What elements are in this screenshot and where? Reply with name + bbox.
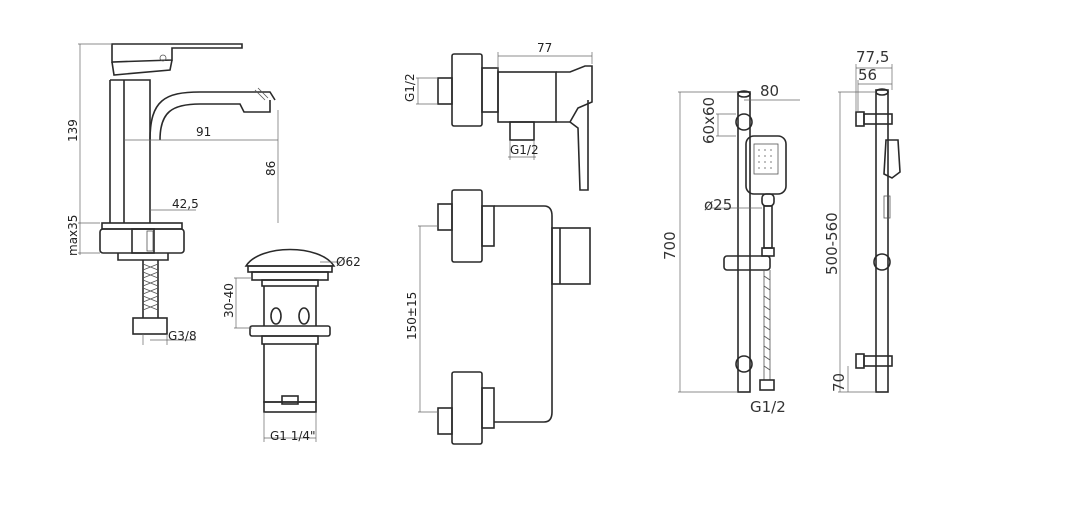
label-drain-diameter: Ø62 [336, 255, 361, 269]
shower-mixer-front [418, 189, 591, 445]
label-inlet-left: G1/2 [403, 73, 417, 102]
shower-mixer-side [416, 52, 593, 191]
label-spout-height: 86 [264, 161, 278, 176]
label-shower-depth: 77 [537, 41, 552, 55]
label-hose-diameter: ø25 [704, 196, 732, 214]
label-base-diameter: 42,5 [172, 197, 199, 211]
label-faucet-reach: 91 [196, 125, 211, 139]
label-drain-range: 30-40 [222, 283, 236, 318]
label-bracket-inner: 56 [858, 66, 877, 84]
label-inlet-bottom: G1/2 [510, 143, 539, 157]
label-bracket-bottom: 70 [830, 373, 848, 392]
label-hose-thread: G3/8 [168, 329, 197, 343]
label-drain-thread: G1 1/4" [270, 429, 316, 443]
shower-rail-front [678, 90, 800, 393]
label-shower-spacing: 150±15 [405, 292, 419, 340]
label-bracket-depth: 77,5 [856, 48, 889, 66]
label-head-width: 80 [760, 82, 779, 100]
label-faucet-height: 139 [66, 119, 80, 142]
label-head-size: 60x60 [700, 97, 718, 144]
shower-rail-side [838, 64, 901, 393]
label-rail-length: 700 [661, 231, 679, 260]
basin-faucet [78, 43, 279, 345]
label-max-deck: max35 [66, 215, 80, 256]
pop-up-drain [234, 248, 340, 442]
label-hose-thread-bottom: G1/2 [750, 398, 786, 416]
label-rail-adjust: 500-560 [823, 212, 841, 275]
